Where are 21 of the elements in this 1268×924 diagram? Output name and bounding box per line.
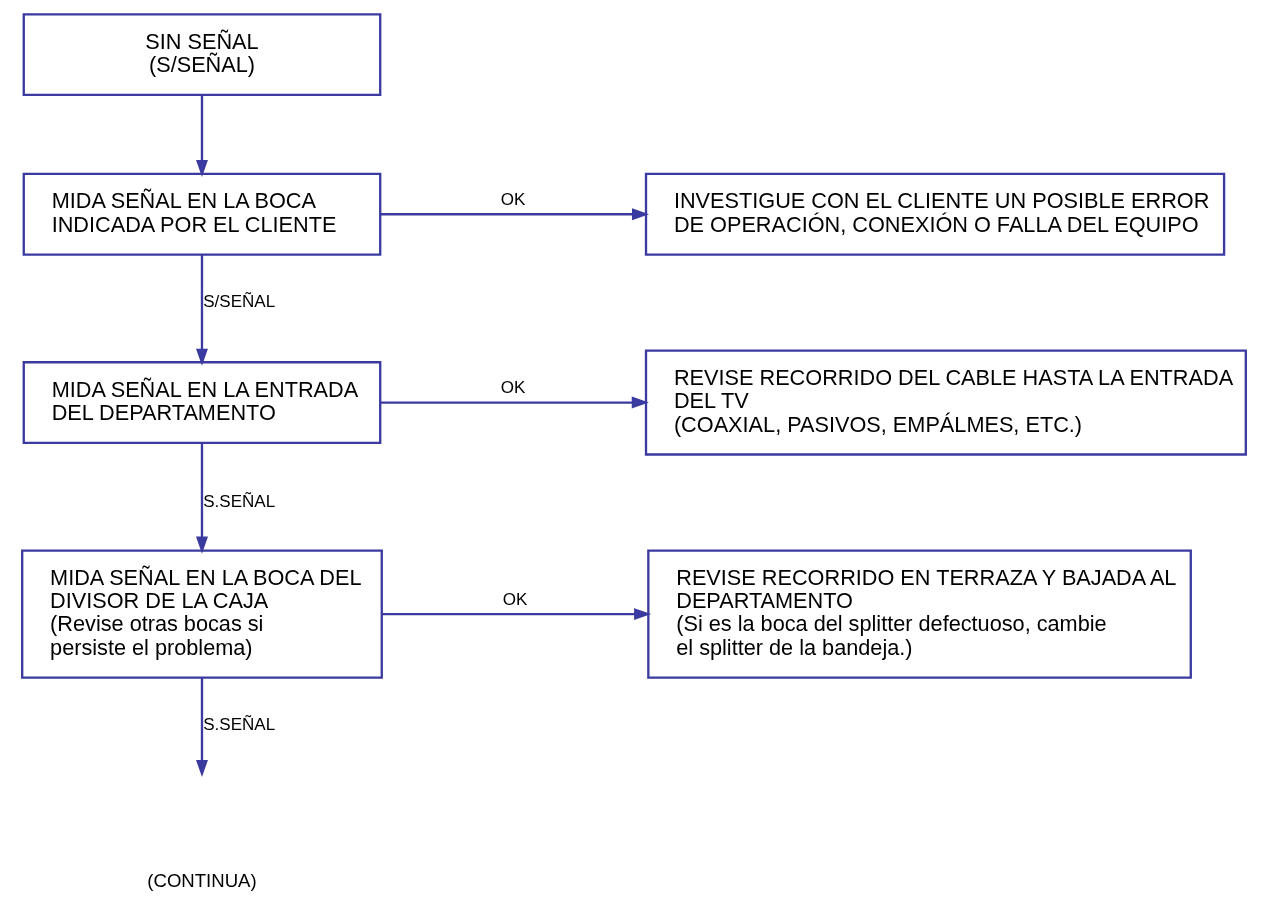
edge-label: OK [500, 377, 526, 397]
arrow [196, 677, 208, 778]
edge-label: OK [502, 589, 528, 609]
arrow [380, 208, 650, 221]
edge-label: S.SEÑAL [203, 715, 276, 735]
node-box: MIDA SEÑAL EN LA BOCA INDICADA POR EL CLIENTE [22, 172, 382, 256]
node-box: MIDA SEÑAL EN LA ENTRADA DEL DEPARTAMENTO [22, 361, 382, 444]
node-box: INVESTIGUE CON EL CLIENTE UN POSIBLE ERROR DE OPERACIÓN, CONEXIÓN O FALLA DEL EQUIPO [644, 172, 1226, 256]
edge-label: S/SEÑAL [203, 291, 276, 311]
edge-label: S.SEÑAL [203, 491, 276, 511]
arrow [382, 608, 652, 621]
node-box: MIDA SEÑAL EN LA BOCA DEL DIVISOR DE LA CAJA (Revise otras bocas si persiste el problema) [21, 549, 383, 679]
label: (CONTINUA) [147, 869, 257, 891]
arrow [196, 95, 208, 178]
arrow [196, 443, 208, 554]
node-box: REVISE RECORRIDO EN TERRAZA Y BAJADA AL DEPARTAMENTO (Si es la boca del splitter defectuoso, cambie el splitter de la bandeja.) [647, 549, 1192, 679]
arrow [380, 396, 649, 409]
arrow [196, 254, 208, 366]
edge-label: OK [500, 189, 526, 209]
node-box: REVISE RECORRIDO DEL CABLE HASTA LA ENTRADA DEL TV (COAXIAL, PASIVOS, EMPÁLMES, ETC.) [644, 349, 1247, 456]
node-box: SIN SEÑAL (S/SEÑAL) [22, 13, 382, 97]
